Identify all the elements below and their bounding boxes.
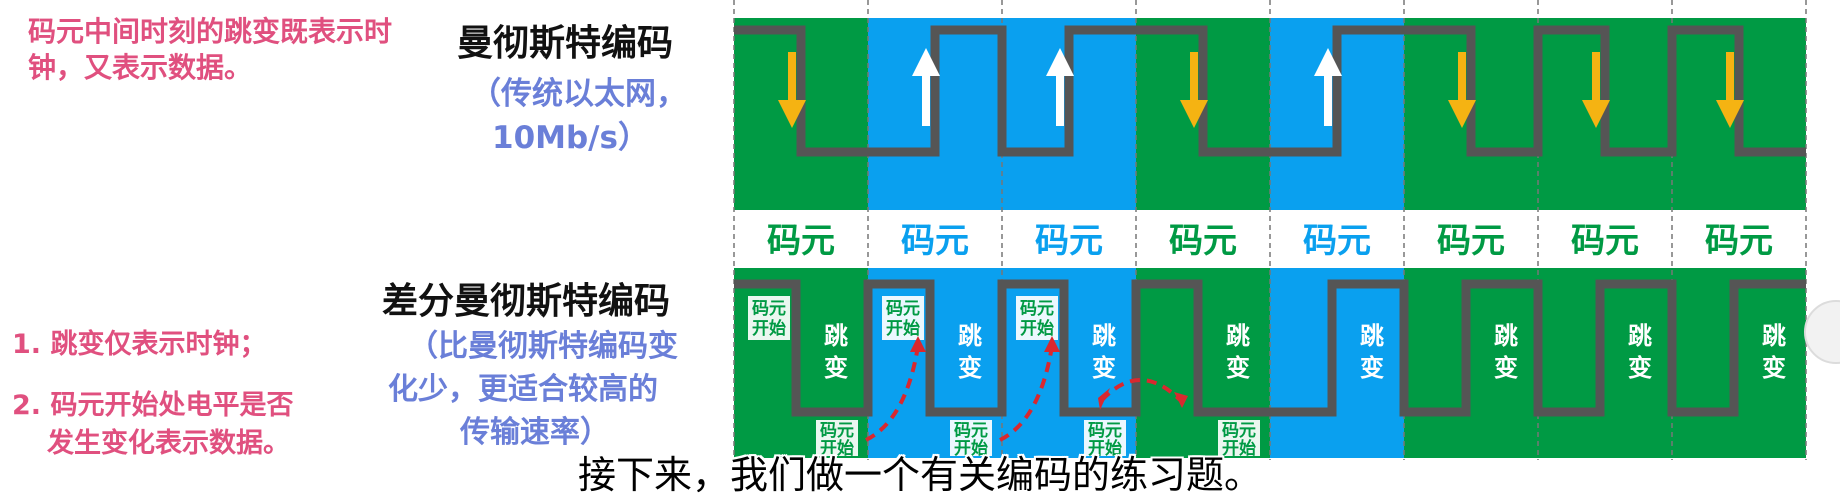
- manchester-waveform: [734, 25, 1806, 157]
- code-start-label: 码元: [1020, 299, 1054, 319]
- code-element-label: 码元: [1035, 221, 1103, 261]
- diff-subtitle-line2: 化少，更适合较高的: [388, 372, 658, 407]
- down-arrow-icon: [788, 52, 796, 102]
- code-start-box: [950, 420, 992, 456]
- down-arrow-icon: [1726, 52, 1734, 102]
- top-note: 码元中间时刻的跳变既表示时钟，又表示数据。: [28, 15, 393, 84]
- manchester-subtitle: （传统以太网， 10Mb/s）: [470, 72, 700, 160]
- code-start-label: 码元: [752, 299, 786, 319]
- dashed-arrow: [999, 345, 1054, 442]
- down-arrow-icon: [1190, 52, 1198, 102]
- code-start-box: [1218, 420, 1260, 456]
- manchester-subtitle-line2: 10Mb/s）: [492, 120, 649, 156]
- code-start-label: 开始: [1088, 438, 1122, 459]
- jump-label: 变: [958, 354, 982, 382]
- dashed-arrow-head: [1098, 388, 1110, 410]
- dashed-arrow-head: [910, 336, 926, 352]
- down-arrow-icon: [1592, 52, 1600, 102]
- diff-manchester-waveform: [734, 279, 1806, 417]
- diff-cell-4: [1270, 268, 1404, 458]
- jump-label: 变: [1360, 354, 1384, 382]
- code-element-label: 码元: [1437, 221, 1505, 261]
- code-element-label: 码元: [1169, 221, 1237, 261]
- jump-label: 变: [1092, 354, 1116, 382]
- down-arrow-icon: [1582, 100, 1610, 128]
- code-start-label: 开始: [1020, 318, 1054, 339]
- down-arrow-icon: [1448, 100, 1476, 128]
- jump-label: 跳: [1494, 322, 1518, 350]
- up-arrow-icon: [1324, 74, 1332, 126]
- code-start-label: 开始: [1222, 438, 1256, 459]
- jump-label: 跳: [1762, 322, 1786, 350]
- jump-label: 跳: [824, 322, 848, 350]
- up-arrow-icon: [912, 48, 940, 76]
- code-start-label: 码元: [1088, 421, 1122, 441]
- code-start-label: 开始: [886, 318, 920, 339]
- manchester-title: 曼彻斯特编码: [457, 23, 674, 64]
- jump-label: 跳: [958, 322, 982, 350]
- code-start-label: 开始: [752, 318, 786, 339]
- down-arrow-icon: [1180, 100, 1208, 128]
- code-start-label: 码元: [886, 299, 920, 319]
- diff-manchester-title: 差分曼彻斯特编码: [382, 281, 671, 322]
- jump-label: 变: [824, 354, 848, 382]
- code-element-label: 码元: [1571, 221, 1639, 261]
- jump-label: 变: [1628, 354, 1652, 382]
- code-start-box: [1016, 296, 1058, 340]
- diff-cell-6: [1538, 268, 1672, 458]
- code-start-label: 开始: [954, 438, 988, 459]
- jump-label: 跳: [1226, 322, 1250, 350]
- code-start-label: 码元: [954, 421, 988, 441]
- dashed-arrow-head: [1174, 392, 1188, 408]
- code-start-box: [882, 296, 924, 340]
- dashed-arrow: [865, 345, 920, 442]
- code-start-box: [748, 296, 790, 340]
- video-subtitle: 接下来，我们做一个有关编码的练习题。: [578, 453, 1263, 497]
- diff-cell-7: [1672, 268, 1806, 458]
- diff-subtitle-line1: （比曼彻斯特编码变: [408, 329, 678, 364]
- rule-2: 2. 码元开始处电平是否 发生变化表示数据。: [12, 387, 342, 463]
- jump-label: 跳: [1092, 322, 1116, 350]
- code-element-label: 码元: [1705, 221, 1773, 261]
- down-arrow-icon: [1716, 100, 1744, 128]
- jump-label: 变: [1762, 354, 1786, 382]
- diff-subtitle-line3: 传输速率）: [460, 415, 610, 450]
- diff-cell-5: [1404, 268, 1538, 458]
- diff-manchester-subtitle: （比曼彻斯特编码变 化少，更适合较高的 传输速率）: [388, 325, 718, 454]
- down-arrow-icon: [1458, 52, 1466, 102]
- up-arrow-icon: [1056, 74, 1064, 126]
- code-start-label: 码元: [1222, 421, 1256, 441]
- code-start-label: 码元: [820, 421, 854, 441]
- jump-label: 跳: [1628, 322, 1652, 350]
- jump-label: 变: [1226, 354, 1250, 382]
- code-start-box: [816, 420, 858, 456]
- dashed-arrow-head: [1044, 336, 1060, 352]
- jump-label: 变: [1494, 354, 1518, 382]
- code-start-label: 开始: [820, 438, 854, 459]
- jump-label: 跳: [1360, 322, 1384, 350]
- up-arrow-icon: [1314, 48, 1342, 76]
- manchester-subtitle-line1: （传统以太网，: [470, 76, 687, 112]
- code-element-label: 码元: [1303, 221, 1371, 261]
- down-arrow-icon: [778, 100, 806, 128]
- code-element-label: 码元: [767, 221, 835, 261]
- code-element-label: 码元: [901, 221, 969, 261]
- code-start-box: [1084, 420, 1126, 456]
- up-arrow-icon: [1046, 48, 1074, 76]
- rule-1: 1. 跳变仅表示时钟；: [12, 329, 267, 360]
- rule-2-line2: 发生变化表示数据。: [47, 428, 290, 459]
- encoding-diagram: 码元码元码元码元码元码元码元码元跳变跳变跳变跳变跳变跳变跳变跳变码元开始码元开始…: [733, 0, 1807, 460]
- rule-2-line1: 2. 码元开始处电平是否: [12, 390, 294, 421]
- up-arrow-icon: [922, 74, 930, 126]
